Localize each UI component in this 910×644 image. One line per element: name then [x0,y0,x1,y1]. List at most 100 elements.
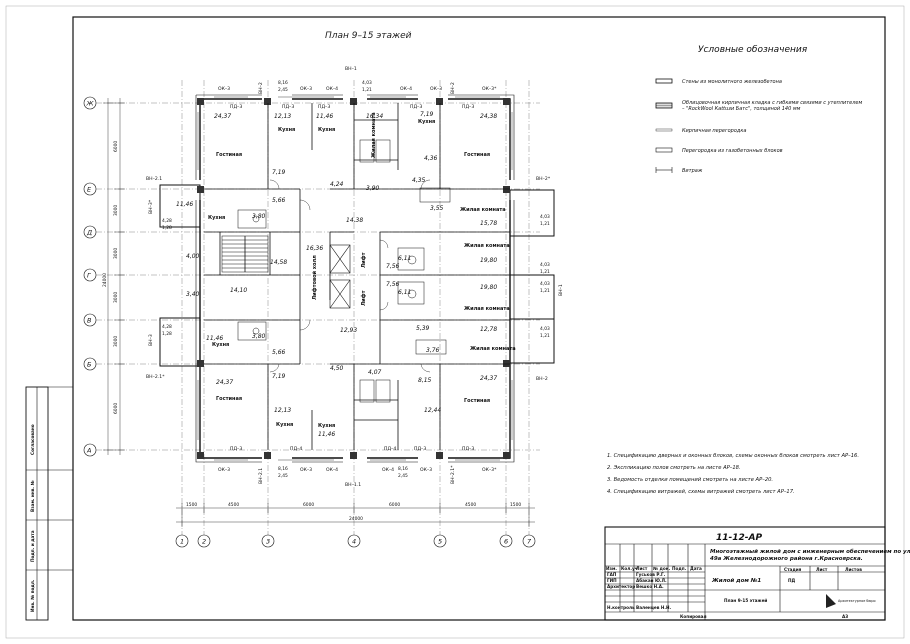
stage-header: Стадия [784,567,802,572]
axis-bubble-d: Д [83,225,97,239]
svg-text:4,03: 4,03 [540,262,550,268]
element-tags: ВН–1 ВН–2 ВН–2 ВН–1.1 ВН–2.1 ВН–2.1* ВН–… [146,66,564,488]
svg-text:ПД–3: ПД–3 [462,446,474,452]
axis-bubble-3: 3 [261,534,275,548]
svg-text:4: 4 [352,538,356,546]
svg-text:ОК–4: ОК–4 [400,86,412,92]
inner-frame [72,16,886,621]
room-area: 11,46 [316,113,333,120]
col-sign: Подп. [672,566,687,571]
svg-text:3,76: 3,76 [426,347,440,354]
svg-text:Ж: Ж [86,100,95,108]
svg-text:3: 3 [266,538,270,546]
svg-text:ВН–2.1: ВН–2.1 [146,176,162,182]
svg-text:2,45: 2,45 [278,473,288,479]
col-doc: № док. [653,566,671,571]
col-kol: Кол.уч [621,566,638,571]
doc-code: 11-12-АР [716,533,762,543]
room-area: 12,13 [274,113,291,120]
svg-text:4,50: 4,50 [330,365,344,372]
svg-text:ПД–4: ПД–4 [384,446,396,452]
svg-text:1,21: 1,21 [540,221,550,227]
object-name: Многоэтажный жилой дом с инженерным обес… [710,548,910,562]
name-gip: Абакан Ю.Л. [636,578,667,583]
room-area: 24,38 [480,113,497,120]
svg-text:ПД–3: ПД–3 [230,446,242,452]
side-stamp-agreed: Согласовано [30,424,35,455]
svg-text:ОК–4: ОК–4 [326,86,338,92]
svg-text:14,38: 14,38 [346,217,363,224]
room-name: Жилая комната [460,207,506,213]
note-1: 1. Спецификацию дверных и оконных блоков… [607,453,859,459]
svg-text:А: А [86,447,91,455]
svg-text:8,15: 8,15 [418,377,432,384]
stair [221,235,269,273]
svg-text:Г: Г [87,272,92,280]
svg-text:4,36: 4,36 [424,155,438,162]
svg-text:ПД–3: ПД–3 [282,104,294,110]
room-name: Жилая комната [464,306,510,312]
svg-text:ОК–3: ОК–3 [430,86,442,92]
svg-text:Витраж: Витраж [682,168,703,174]
title-block: 11-12-АР Многоэтажный жилой дом с инжене… [604,526,910,621]
dim-bottom-total: 24000 [349,516,363,522]
svg-text:3,90: 3,90 [366,185,380,192]
columns [197,98,510,459]
axis-bubble-1: 1 [175,534,189,548]
room-name: Лифт [360,290,367,306]
svg-text:5,39: 5,39 [416,325,430,332]
svg-text:ВН–2*: ВН–2* [536,176,551,182]
floor-plan [96,80,555,535]
room-area: 16,36 [306,245,323,252]
room-name: Кухня [208,215,225,221]
name-nkontrol: Валенцев Н.Н. [636,605,671,610]
dim-left-3: 3000 [113,248,119,259]
legend-item-monolith: Стены из монолитного железобетона [655,78,782,85]
svg-text:1,21: 1,21 [540,269,550,275]
door-swings [269,179,431,373]
sheet-header: Лист [816,567,828,572]
room-name: Кухня [278,127,295,133]
svg-text:ВН–1: ВН–1 [558,284,564,296]
svg-text:Стены из монолитного железобет: Стены из монолитного железобетона [682,79,782,85]
room-name: Кухня [212,342,229,348]
svg-text:ВН–2: ВН–2 [450,82,456,94]
svg-text:ВН–3*: ВН–3* [148,199,154,214]
room-name: Гостиная [216,396,242,402]
svg-text:ОК–3*: ОК–3* [482,467,497,473]
room-area: 12,78 [480,326,497,333]
dimension-chains [103,98,535,527]
room-name: Гостиная [216,152,242,158]
svg-text:3,80: 3,80 [252,333,266,340]
room-area: 11,46 [206,335,223,342]
svg-text:ВН–2: ВН–2 [536,376,548,382]
org-logo-icon: Архитектурное бюро [826,594,876,608]
svg-text:ОК–3: ОК–3 [300,86,312,92]
svg-text:ПД–3: ПД–3 [230,104,242,110]
axis-bubble-a: А [83,443,97,457]
svg-text:3,55: 3,55 [430,205,444,212]
svg-text:7,56: 7,56 [386,281,400,288]
outer-border [5,5,905,639]
room-name: Гостиная [464,152,490,158]
side-stamp-inv: Инв. № подл. [30,579,35,612]
svg-text:ПД–4: ПД–4 [290,446,302,452]
svg-text:ВН–2.1*: ВН–2.1* [146,374,165,380]
svg-text:4,07: 4,07 [368,369,382,376]
dim-bottom-4: 6000 [389,502,400,508]
elevators [329,244,351,309]
legend: Условные обозначения Стены из монолитног… [655,45,862,174]
svg-text:3,40: 3,40 [186,291,200,298]
bathrooms [237,139,451,403]
copied-by: Копировал [680,614,707,619]
svg-text:2: 2 [202,538,206,546]
svg-text:Перегородка из газобетонных бл: Перегородка из газобетонных блоков [682,148,783,154]
room-area: 19,80 [480,257,497,264]
svg-text:ПД–3: ПД–3 [462,104,474,110]
svg-text:ВН–2.1*: ВН–2.1* [450,465,456,484]
dim-bottom-3: 6000 [303,502,314,508]
axis-bubble-v: В [83,313,97,327]
notes: 1. Спецификацию дверных и оконных блоков… [607,453,859,495]
svg-text:7,19: 7,19 [272,169,286,176]
svg-text:В: В [87,317,92,325]
